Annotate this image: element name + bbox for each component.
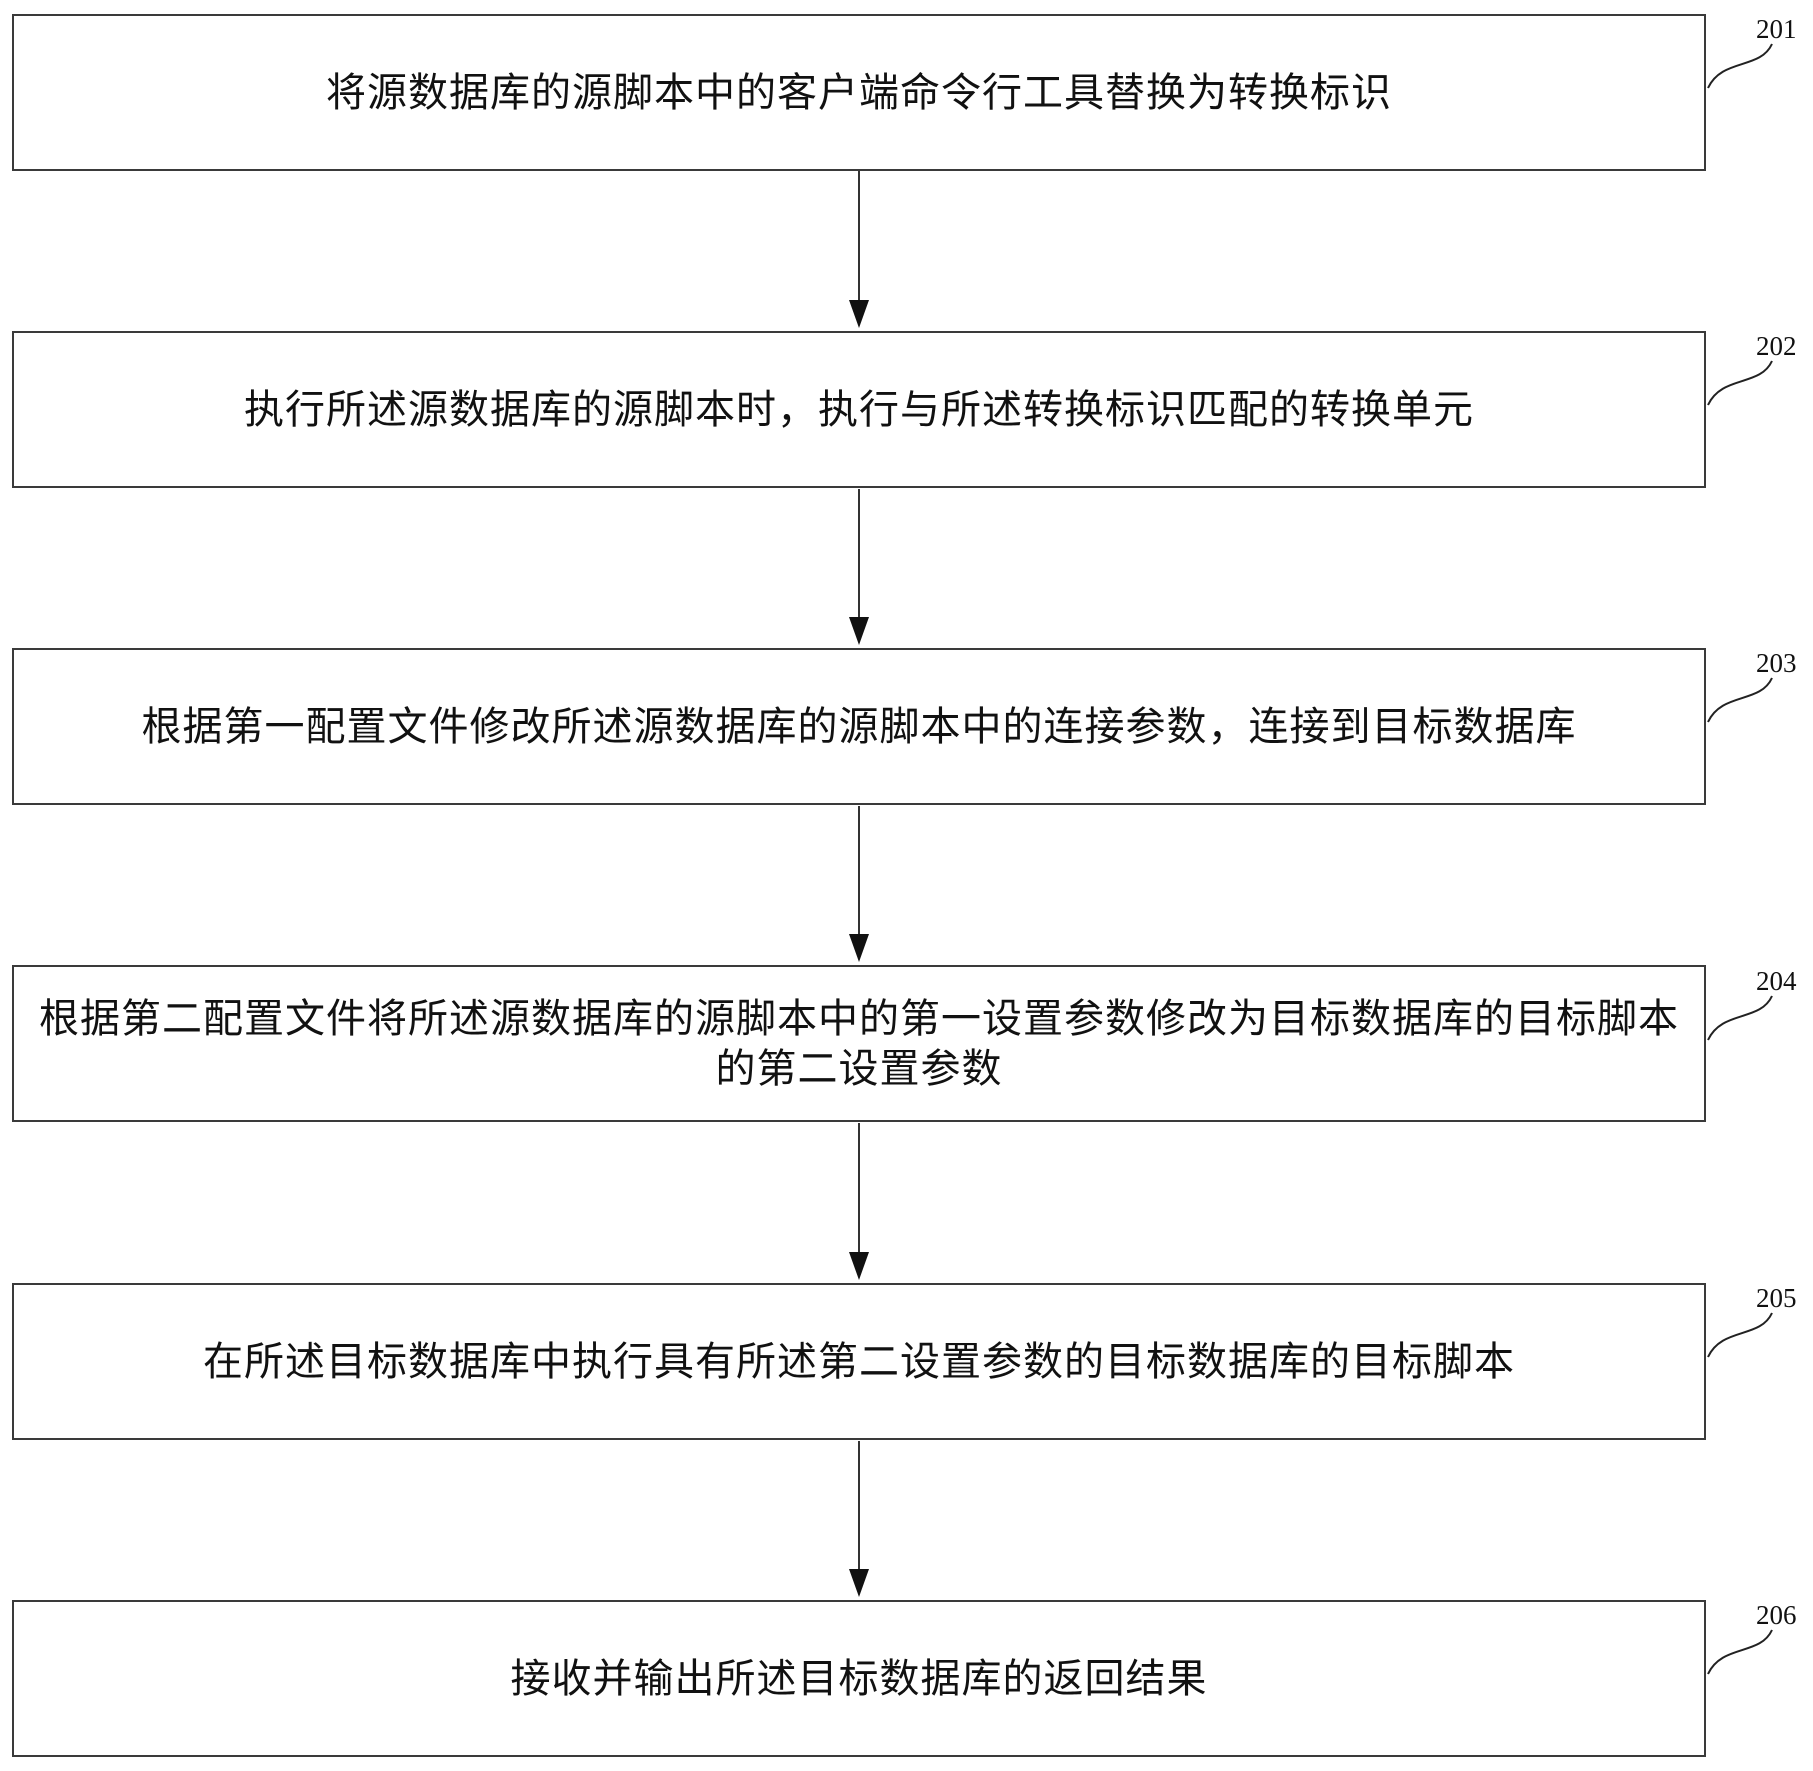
arrow-202-203 (849, 489, 869, 645)
step-text-206: 接收并输出所述目标数据库的返回结果 (510, 1655, 1208, 1702)
step-label-206: 206 (1756, 1600, 1797, 1630)
step-box-206: 接收并输出所述目标数据库的返回结果 (12, 1600, 1706, 1757)
step-text-205: 在所述目标数据库中执行具有所述第二设置参数的目标数据库的目标脚本 (203, 1338, 1515, 1385)
step-label-205: 205 (1756, 1283, 1797, 1313)
step-label-204: 204 (1756, 966, 1797, 996)
step-label-201: 201 (1756, 14, 1797, 44)
step-box-204: 根据第二配置文件将所述源数据库的源脚本中的第一设置参数修改为目标数据库的目标脚本… (12, 965, 1706, 1122)
step-label-202: 202 (1756, 331, 1797, 361)
leader-201 (1707, 43, 1773, 89)
step-box-203: 根据第一配置文件修改所述源数据库的源脚本中的连接参数，连接到目标数据库 (12, 648, 1706, 805)
step-text-201: 将源数据库的源脚本中的客户端命令行工具替换为转换标识 (326, 69, 1392, 116)
arrow-204-205 (849, 1123, 869, 1280)
step-text-204: 根据第二配置文件将所述源数据库的源脚本中的第一设置参数修改为目标数据库的目标脚本… (39, 995, 1679, 1092)
leader-204 (1707, 995, 1773, 1041)
step-box-202: 执行所述源数据库的源脚本时，执行与所述转换标识匹配的转换单元 (12, 331, 1706, 488)
step-label-203: 203 (1756, 648, 1797, 678)
step-text-203: 根据第一配置文件修改所述源数据库的源脚本中的连接参数，连接到目标数据库 (141, 703, 1577, 750)
leader-202 (1707, 360, 1773, 406)
arrow-205-206 (849, 1441, 869, 1597)
step-box-205: 在所述目标数据库中执行具有所述第二设置参数的目标数据库的目标脚本 (12, 1283, 1706, 1440)
leader-203 (1707, 677, 1773, 723)
step-box-201: 将源数据库的源脚本中的客户端命令行工具替换为转换标识 (12, 14, 1706, 171)
arrow-201-202 (849, 171, 869, 328)
step-text-202: 执行所述源数据库的源脚本时，执行与所述转换标识匹配的转换单元 (244, 386, 1474, 433)
leader-205 (1707, 1312, 1773, 1358)
leader-206 (1707, 1629, 1773, 1675)
arrow-203-204 (849, 806, 869, 962)
